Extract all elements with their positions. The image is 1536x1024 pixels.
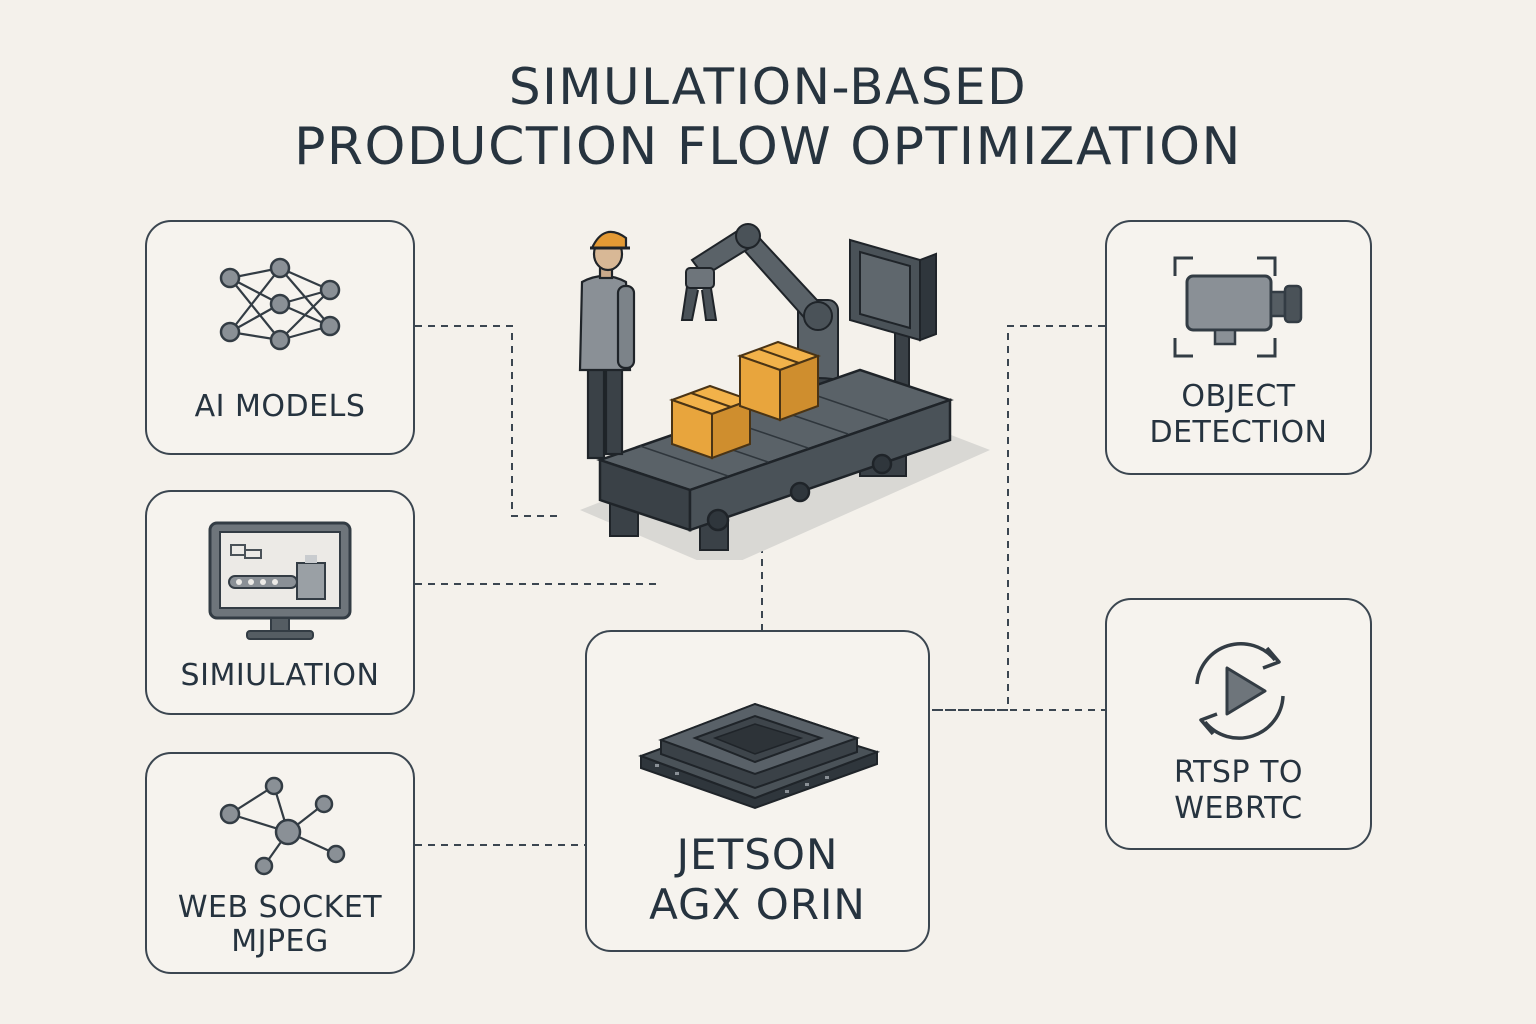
websocket-label-line1: WEB SOCKET <box>177 890 383 925</box>
object-detection-label-line1: OBJECT <box>1181 379 1296 414</box>
camera-icon <box>1173 256 1303 358</box>
network-graph-icon <box>219 776 346 876</box>
chip-module-icon <box>638 702 881 810</box>
control-monitor <box>849 238 937 391</box>
websocket-card: WEB SOCKET MJPEG <box>145 752 415 974</box>
rtsp-label-line2: WEBRTC <box>1174 791 1303 826</box>
simulation-card: SIMIULATION <box>145 490 415 715</box>
diagram-title-line1: SIMULATION-BASED <box>508 58 1028 116</box>
jetson-label-line1: JETSON <box>676 830 839 879</box>
cardboard-box-2 <box>737 340 821 422</box>
monitor-icon <box>208 521 352 640</box>
neural-network-icon <box>219 257 341 351</box>
cardboard-box-1 <box>669 384 753 460</box>
websocket-label-line2: MJPEG <box>231 924 329 959</box>
rtsp-label-line1: RTSP TO <box>1173 755 1304 790</box>
ai-models-label: AI MODELS <box>194 389 366 424</box>
ai-models-card: AI MODELS <box>145 220 415 455</box>
play-refresh-icon <box>1195 641 1285 740</box>
jetson-label-line2: AGX ORIN <box>649 880 866 929</box>
diagram-title-line2: PRODUCTION FLOW OPTIMIZATION <box>294 117 1242 177</box>
production-line-illustration <box>578 223 990 560</box>
jetson-card: JETSON AGX ORIN <box>585 630 930 952</box>
conveyor-belt <box>596 368 954 532</box>
rtsp-card: RTSP TO WEBRTC <box>1105 598 1372 850</box>
simulation-label: SIMIULATION <box>180 658 380 693</box>
connector-object-detection <box>932 325 1105 711</box>
factory-worker <box>578 230 636 460</box>
object-detection-card: OBJECT DETECTION <box>1105 220 1372 475</box>
connector-ai-models <box>415 325 560 517</box>
object-detection-label-line2: DETECTION <box>1149 415 1328 450</box>
